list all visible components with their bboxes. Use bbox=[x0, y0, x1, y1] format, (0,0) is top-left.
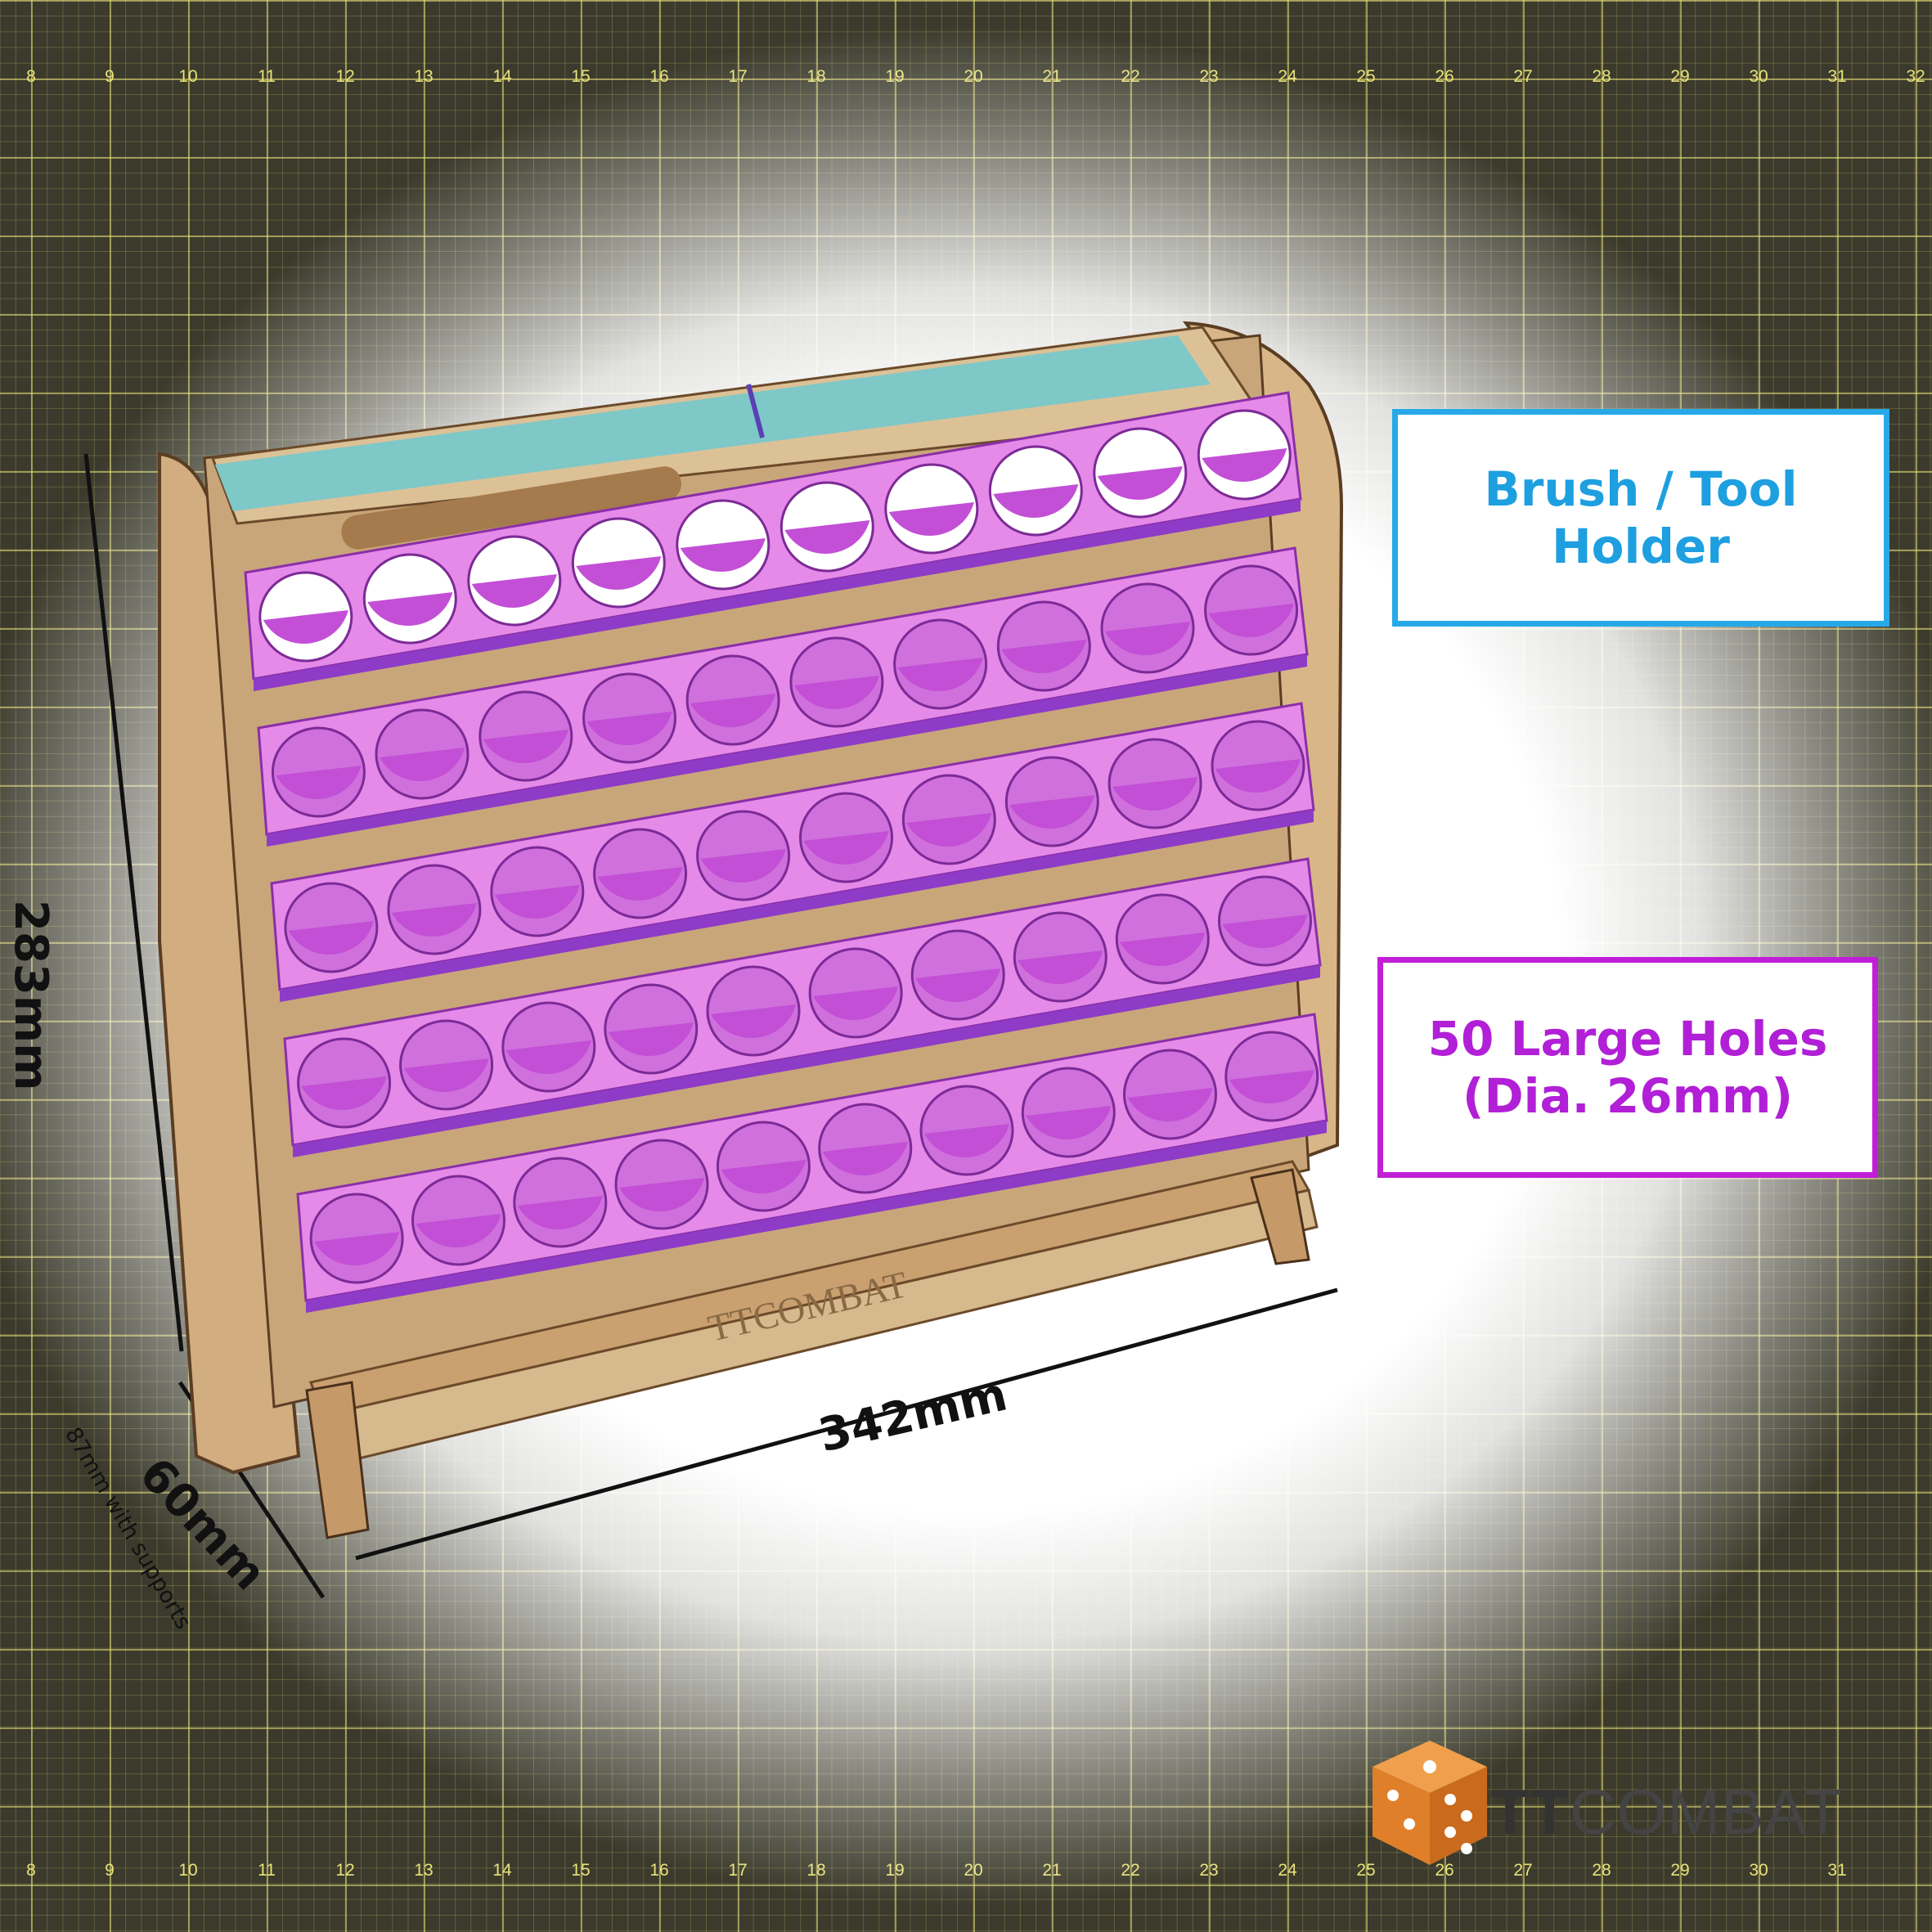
callout-line: Holder bbox=[1552, 519, 1730, 574]
hole-shadow bbox=[391, 903, 477, 937]
masking-tape bbox=[215, 335, 1211, 511]
hole-shadow bbox=[505, 1040, 591, 1075]
hole-shadow bbox=[1215, 759, 1301, 793]
hole-shadow bbox=[993, 484, 1079, 519]
hole-shadow bbox=[915, 968, 1001, 1003]
hole-shadow bbox=[403, 1058, 489, 1093]
hole-shadow bbox=[367, 592, 453, 627]
hole-shadow bbox=[619, 1178, 704, 1212]
logo-rest: COMBAT bbox=[1570, 1776, 1844, 1848]
support-leg-right bbox=[1250, 1168, 1310, 1265]
callout-line: Brush / Tool bbox=[1484, 461, 1798, 517]
brush-tool-holder-callout: Brush / Tool Holder bbox=[1392, 409, 1889, 627]
large-holes-callout: 50 Large Holes (Dia. 26mm) bbox=[1377, 957, 1878, 1178]
shelf-lip bbox=[293, 965, 1320, 1157]
height-dimension-label: 283mm bbox=[4, 900, 57, 1091]
hole-shadow bbox=[314, 1232, 400, 1266]
hole-shadow bbox=[680, 538, 766, 573]
hole-shadow bbox=[1097, 466, 1183, 501]
hole-shadow bbox=[483, 730, 568, 764]
shelves-group bbox=[244, 391, 1328, 1313]
hole-shadow bbox=[471, 574, 557, 609]
hole-shadow bbox=[1202, 448, 1287, 483]
hole-shadow bbox=[690, 694, 776, 728]
hole-shadow bbox=[793, 676, 879, 709]
hole-shadow bbox=[1229, 1070, 1314, 1104]
hole-shadow bbox=[1105, 622, 1190, 656]
hole-shadow bbox=[608, 1022, 694, 1057]
hole-shadow bbox=[700, 849, 786, 883]
hole-shadow bbox=[494, 885, 580, 919]
width-dimension-line bbox=[355, 1287, 1338, 1561]
hole-shadow bbox=[1127, 1088, 1213, 1122]
hole-shadow bbox=[711, 1004, 796, 1039]
hole-shadow bbox=[803, 831, 889, 865]
hole-shadow bbox=[784, 520, 870, 555]
hole-shadow bbox=[1120, 932, 1206, 967]
hole-shadow bbox=[888, 502, 974, 537]
hole-shadow bbox=[1001, 640, 1087, 674]
hole-shadow bbox=[276, 766, 362, 800]
dice-logo-icon bbox=[1373, 1741, 1487, 1865]
shelf-lip bbox=[306, 1121, 1327, 1313]
callout-line: (Dia. 26mm) bbox=[1462, 1068, 1793, 1124]
hole-shadow bbox=[924, 1124, 1009, 1158]
shelf-lip bbox=[280, 810, 1314, 1002]
hole-shadow bbox=[897, 658, 983, 692]
support-leg-left bbox=[305, 1381, 370, 1539]
hole-shadow bbox=[380, 748, 465, 782]
hole-shadow bbox=[288, 921, 374, 955]
hole-shadow bbox=[301, 1076, 387, 1111]
hole-shadow bbox=[517, 1196, 603, 1230]
hole-shadow bbox=[597, 867, 683, 901]
hole-shadow bbox=[576, 556, 662, 591]
tape-divider bbox=[746, 384, 765, 438]
hole-shadow bbox=[1018, 950, 1103, 985]
brush-slot-left bbox=[341, 466, 681, 550]
hole-shadow bbox=[1026, 1106, 1112, 1140]
hole-shadow bbox=[906, 813, 992, 847]
hole-shadow bbox=[263, 610, 348, 645]
height-dimension-line bbox=[83, 453, 184, 1352]
shelf-lip bbox=[267, 654, 1307, 847]
ttcombat-logo-text: TTCOMBAT bbox=[1490, 1775, 1843, 1849]
hole-shadow bbox=[813, 986, 899, 1021]
hole-shadow bbox=[1112, 777, 1198, 811]
hole-shadow bbox=[416, 1214, 501, 1248]
callout-line: 50 Large Holes bbox=[1427, 1011, 1828, 1067]
hole-shadow bbox=[586, 712, 672, 746]
shelf-lip bbox=[254, 499, 1301, 691]
hole-shadow bbox=[1208, 604, 1294, 638]
logo-bold: TT bbox=[1490, 1776, 1570, 1848]
hole-shadow bbox=[822, 1142, 908, 1176]
hole-shadow bbox=[1009, 795, 1095, 829]
hole-shadow bbox=[1222, 914, 1308, 949]
hole-shadow bbox=[721, 1160, 806, 1194]
